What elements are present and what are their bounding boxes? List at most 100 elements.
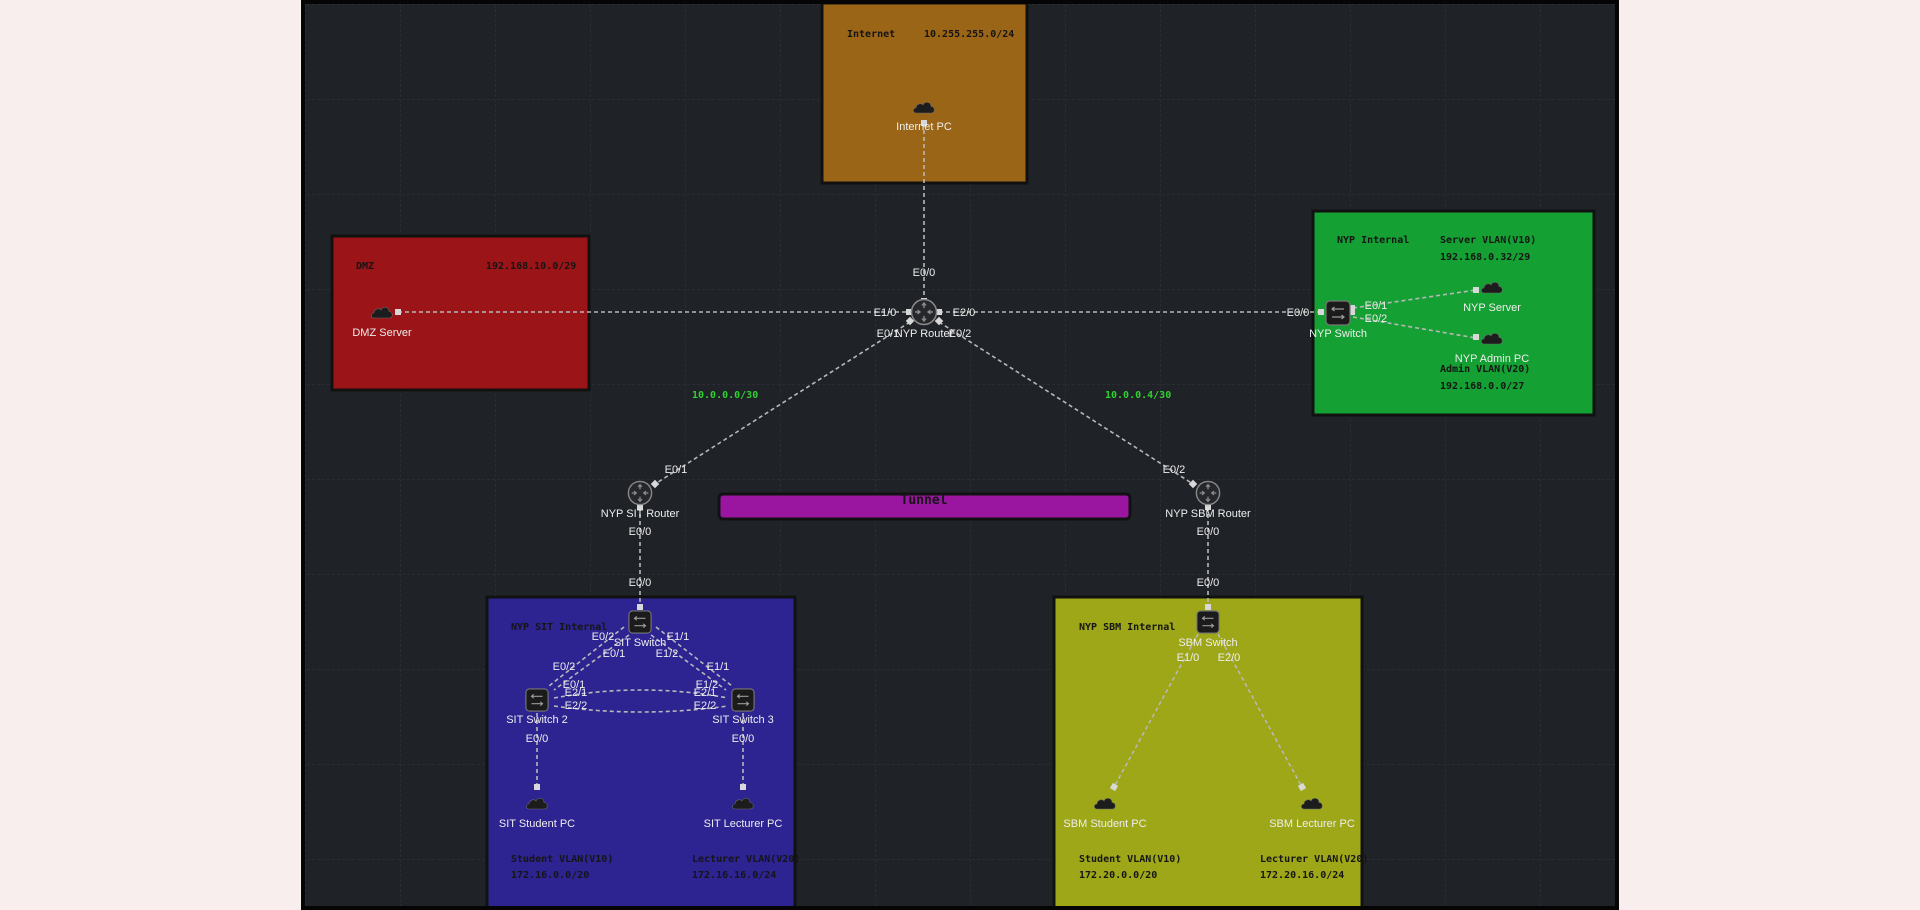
port-label: E0/1 [603, 648, 626, 660]
port-label: E0/2 [949, 328, 972, 340]
port-label: E0/1 [563, 679, 586, 691]
node-nyp-router[interactable]: NYP Router [895, 298, 954, 341]
sbm-student-vlan-subnet: 172.20.0.0/20 [1079, 870, 1157, 881]
node-nyp-admin-pc[interactable]: NYP Admin PC [1455, 333, 1529, 365]
port-label: E0/1 [665, 464, 688, 476]
node-label: SIT Switch 3 [712, 714, 774, 726]
node-sit-router[interactable]: NYP SIT Router [601, 480, 680, 520]
port-label: E0/0 [526, 733, 549, 745]
link-sitswitch-sw3-e12[interactable] [650, 634, 727, 691]
link-sw2-sw3-e21[interactable] [553, 689, 729, 699]
node-label: SBM Student PC [1063, 818, 1146, 830]
router-icon [627, 480, 653, 506]
port-label: E2/0 [953, 307, 976, 319]
sit-lecturer-vlan-subnet: 172.16.16.0/24 [692, 870, 776, 881]
zone-internet-subnet: 10.255.255.0/24 [924, 29, 1014, 40]
zone-internet[interactable]: Internet 10.255.255.0/24 [820, 4, 1029, 185]
node-sit-switch2[interactable]: SIT Switch 2 [506, 688, 568, 726]
link-sw2-sw3-e22[interactable] [553, 705, 729, 713]
port-label: E0/0 [732, 733, 755, 745]
port-label: E0/0 [1197, 577, 1220, 589]
port-label: E0/0 [629, 526, 652, 538]
port-label: E1/0 [1177, 652, 1200, 664]
node-label: NYP Admin PC [1455, 353, 1529, 365]
topology-diagram: Internet 10.255.255.0/24 DMZ 192.168.10.… [305, 4, 1615, 906]
zone-dmz[interactable]: DMZ 192.168.10.0/29 [330, 234, 591, 392]
link-router-sitrouter[interactable] [654, 321, 911, 485]
links [398, 123, 1477, 788]
server-vlan-label: Server VLAN(V10) [1440, 235, 1536, 246]
node-sit-student-pc[interactable]: SIT Student PC [499, 798, 575, 830]
switch-icon [525, 688, 549, 712]
port-label: E0/0 [913, 267, 936, 279]
sbm-lecturer-vlan-label: Lecturer VLAN(V20) [1260, 854, 1368, 865]
router-icon [1195, 480, 1221, 506]
zone-sit[interactable]: NYP SIT Internal Student VLAN(V10) 172.1… [485, 595, 800, 906]
router-icon [910, 298, 938, 326]
node-dmz-server[interactable]: DMZ Server [352, 307, 412, 339]
node-sit-switch[interactable]: SIT Switch [614, 610, 666, 649]
port-label: E1/1 [707, 661, 730, 673]
node-internet-pc[interactable]: Internet PC [896, 102, 952, 133]
link-sbmswitch-lecturerpc[interactable] [1217, 633, 1303, 788]
node-sbm-lecturer-pc[interactable]: SBM Lecturer PC [1269, 798, 1355, 830]
zone-nyp-internal-title: NYP Internal [1337, 235, 1409, 246]
port-label: E1/2 [656, 648, 679, 660]
switch-icon [731, 688, 755, 712]
node-label: NYP SIT Router [601, 508, 680, 520]
node-sbm-router[interactable]: NYP SBM Router [1165, 480, 1251, 520]
link-router-sbmrouter[interactable] [938, 321, 1194, 485]
port-label: E2/1 [565, 687, 588, 699]
node-label: DMZ Server [352, 327, 412, 339]
node-label: SBM Switch [1178, 637, 1237, 649]
port-label: E0/2 [1365, 313, 1388, 325]
zone-tunnel[interactable]: Tunnel [717, 492, 1132, 521]
node-label: Internet PC [896, 121, 952, 133]
zone-sbm-title: NYP SBM Internal [1079, 622, 1175, 633]
node-nyp-server[interactable]: NYP Server [1463, 282, 1521, 314]
node-label: SIT Student PC [499, 818, 575, 830]
port-label: E1/1 [667, 631, 690, 643]
link-sbmswitch-studentpc[interactable] [1113, 633, 1199, 788]
zone-sit-title: NYP SIT Internal [511, 622, 607, 633]
node-sbm-student-pc[interactable]: SBM Student PC [1063, 798, 1147, 830]
node-sit-switch3[interactable]: SIT Switch 3 [712, 688, 774, 726]
port-label: E0/2 [592, 631, 615, 643]
link-sitswitch-sw3-e11[interactable] [655, 626, 733, 687]
zone-tunnel-title: Tunnel [901, 493, 948, 508]
switch-icon [1196, 610, 1220, 634]
admin-vlan-subnet: 192.168.0.0/27 [1440, 381, 1524, 392]
server-vlan-subnet: 192.168.0.32/29 [1440, 252, 1530, 263]
port-label: E1/0 [874, 307, 897, 319]
node-label: NYP Server [1463, 302, 1521, 314]
zone-internet-title: Internet [847, 29, 895, 40]
node-label: SIT Switch 2 [506, 714, 568, 726]
zone-dmz-title: DMZ [356, 261, 374, 272]
sbm-student-vlan-label: Student VLAN(V10) [1079, 854, 1181, 865]
sbm-lecturer-vlan-subnet: 172.20.16.0/24 [1260, 870, 1344, 881]
zone-nyp-internal[interactable]: NYP Internal Server VLAN(V10) 192.168.0.… [1311, 209, 1596, 417]
subnet-label-sit-link: 10.0.0.0/30 [692, 390, 758, 401]
port-label: E0/1 [1365, 300, 1388, 312]
node-label: NYP SBM Router [1165, 508, 1251, 520]
sit-student-vlan-label: Student VLAN(V10) [511, 854, 613, 865]
zone-sbm[interactable]: NYP SBM Internal Student VLAN(V10) 172.2… [1052, 595, 1368, 906]
link-sitswitch-sw2-e02[interactable] [548, 626, 625, 687]
admin-vlan-label: Admin VLAN(V20) [1440, 363, 1530, 375]
port-labels: E0/0 E1/0 E2/0 E0/1 E0/2 E0/0 E0/1 E0/2 … [526, 267, 1388, 745]
node-nyp-switch[interactable]: NYP Switch [1309, 300, 1367, 340]
port-label: E0/0 [629, 577, 652, 589]
node-label: SIT Lecturer PC [704, 818, 783, 830]
node-sbm-switch[interactable]: SBM Switch [1178, 610, 1238, 649]
node-label: NYP Router [895, 328, 954, 340]
topology-canvas[interactable]: Internet 10.255.255.0/24 DMZ 192.168.10.… [301, 0, 1619, 910]
port-label: E0/2 [553, 661, 576, 673]
node-sit-lecturer-pc[interactable]: SIT Lecturer PC [704, 798, 783, 830]
port-label: E0/0 [1197, 526, 1220, 538]
port-label: E0/2 [1163, 464, 1186, 476]
port-label: E1/2 [696, 679, 719, 691]
port-label: E2/0 [1218, 652, 1241, 664]
switch-icon [628, 610, 652, 634]
port-label: E2/2 [565, 700, 588, 712]
link-sitswitch-sw2-e01[interactable] [553, 634, 630, 691]
